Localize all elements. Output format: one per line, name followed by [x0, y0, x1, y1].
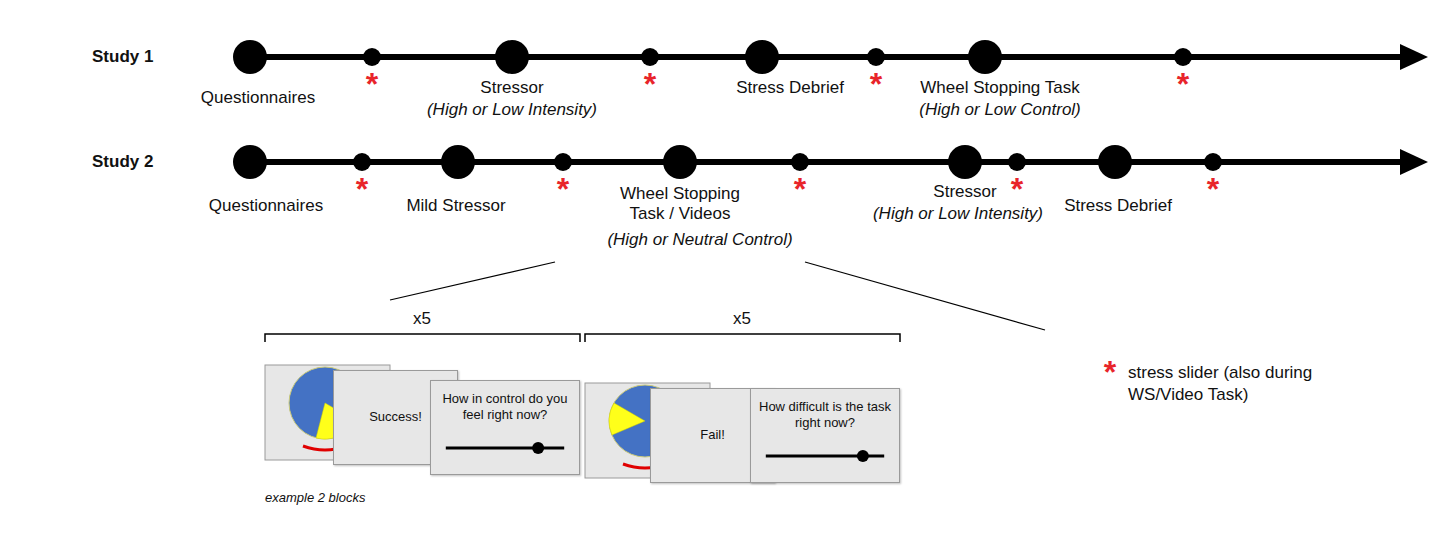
slider-marker: * [1104, 356, 1116, 388]
stage-label: Mild Stressor [406, 196, 505, 216]
slider-dot [1204, 153, 1222, 171]
bracket [265, 334, 580, 342]
slider-dot [867, 48, 885, 66]
stage-label: Questionnaires [209, 196, 323, 216]
zoom-lines [390, 262, 1045, 330]
timeline-arrowhead [1400, 149, 1428, 175]
slider-marker: * [794, 173, 806, 205]
stage-label: Wheel Stopping Task [920, 78, 1079, 98]
study-2-timeline [233, 145, 1428, 179]
slider-dot [1174, 48, 1192, 66]
example-note: example 2 blocks [265, 490, 365, 506]
slider-dot [791, 153, 809, 171]
stage-dot [233, 40, 267, 74]
repeat-brackets [265, 334, 900, 342]
repeat-count: x5 [733, 309, 751, 329]
stage-label: Wheel Stopping Task / Videos [613, 184, 748, 225]
slider-track [446, 447, 564, 450]
legend-text: stress slider (also during WS/Video Task… [1128, 363, 1312, 404]
zoom-line [805, 262, 1045, 330]
stage-dot [441, 145, 475, 179]
slider-dot [641, 48, 659, 66]
study-1-timeline [233, 40, 1428, 74]
screen-box: How difficult is the task right now? [750, 388, 900, 483]
stage-dot [948, 145, 982, 179]
stage-label: Stressor [480, 78, 543, 98]
timeline-line [235, 54, 1405, 60]
stage-label: Stress Debrief [1064, 196, 1172, 216]
stage-dot [968, 40, 1002, 74]
stage-label: Stressor [933, 182, 996, 202]
slider-marker: * [644, 68, 656, 100]
timeline-arrowhead [1400, 44, 1428, 70]
stage-dot [745, 40, 779, 74]
slider-marker: * [870, 68, 882, 100]
bracket [585, 334, 900, 342]
condition-label: (High or Neutral Control) [607, 230, 792, 250]
stage-dot [495, 40, 529, 74]
slider-knob [532, 442, 544, 454]
slider-marker: * [1207, 173, 1219, 205]
condition-label: (High or Low Intensity) [427, 100, 597, 120]
slider-dot [363, 48, 381, 66]
study-heading: Study 1 [92, 47, 153, 67]
legend-entry: stress slider (also during WS/Video Task… [1128, 362, 1333, 406]
wheel-target [609, 403, 645, 435]
stage-dot [663, 145, 697, 179]
slider-dot [353, 153, 371, 171]
stage-dot [1098, 145, 1132, 179]
slider-marker: * [1177, 68, 1189, 100]
screen-text: How in control do you feel right now? [431, 391, 579, 424]
slider-marker: * [366, 68, 378, 100]
slider-marker: * [356, 173, 368, 205]
screen-text: How difficult is the task right now? [751, 399, 899, 432]
slider-knob [857, 450, 869, 462]
stage-label: Stress Debrief [736, 78, 844, 98]
condition-label: (High or Low Control) [919, 100, 1081, 120]
slider-dot [554, 153, 572, 171]
zoom-line [390, 262, 555, 300]
stage-label: Questionnaires [201, 88, 315, 108]
study-heading: Study 2 [92, 152, 153, 172]
slider-marker: * [1011, 173, 1023, 205]
slider-dot [1008, 153, 1026, 171]
screen-box: How in control do you feel right now? [430, 380, 580, 475]
timeline-line [235, 159, 1405, 165]
condition-label: (High or Low Intensity) [873, 204, 1043, 224]
stage-dot [233, 145, 267, 179]
slider-marker: * [557, 173, 569, 205]
repeat-count: x5 [413, 309, 431, 329]
